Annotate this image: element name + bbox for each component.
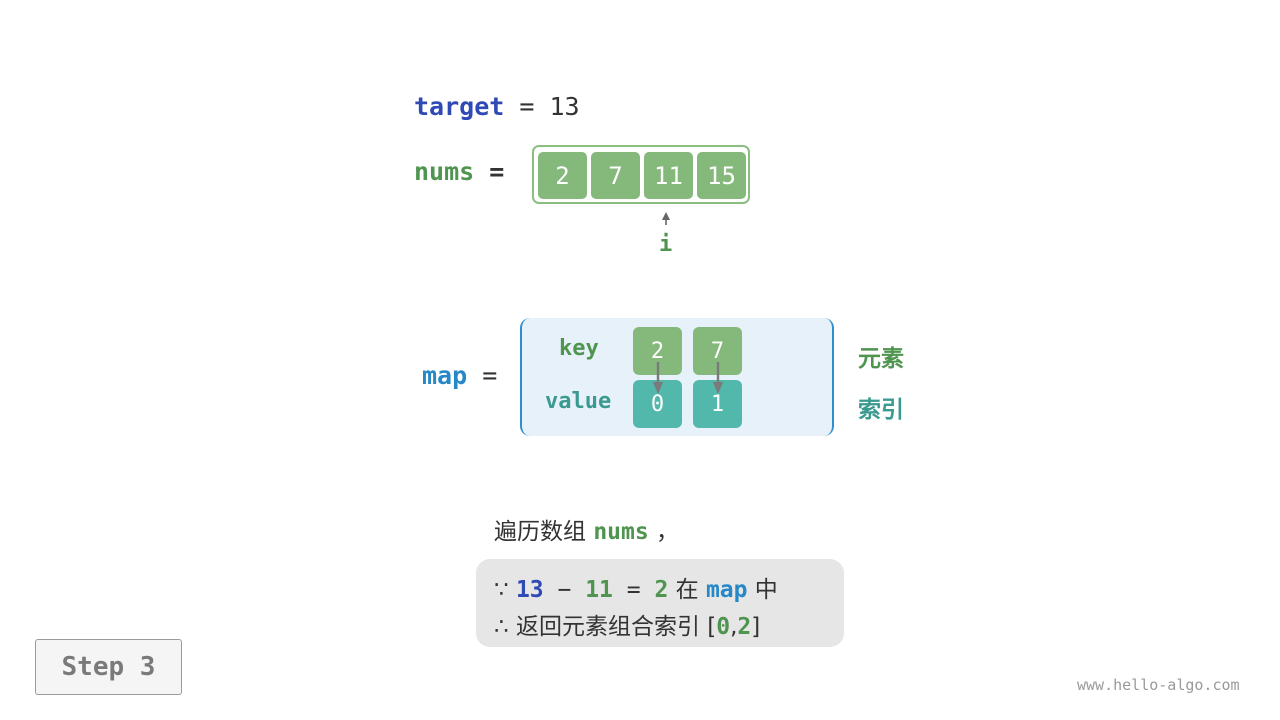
nums-var: nums bbox=[414, 157, 475, 186]
watermark: www.hello-algo.com bbox=[1077, 676, 1240, 694]
nums-array: 2 7 11 15 bbox=[532, 145, 750, 204]
nums-cell-3: 15 bbox=[697, 152, 746, 199]
expl-map: map bbox=[705, 577, 748, 603]
explanation-box bbox=[476, 559, 844, 647]
because-symbol: ∵ bbox=[494, 577, 516, 603]
explanation-row-2: ∴ 返回元素组合索引 [0,2] bbox=[494, 607, 760, 641]
traverse-var: nums bbox=[593, 519, 649, 545]
map-label: map = bbox=[422, 361, 497, 390]
value-label: value bbox=[545, 389, 612, 414]
expl-close: ] bbox=[751, 614, 761, 640]
nums-cell-2: 11 bbox=[644, 152, 693, 199]
traverse-prefix: 遍历数组 bbox=[494, 519, 594, 545]
expl-idx1: 2 bbox=[737, 614, 752, 640]
pointer-label: i bbox=[659, 232, 673, 257]
expl-comma: , bbox=[730, 614, 738, 640]
target-line: target = 13 bbox=[414, 92, 580, 121]
nums-cell-1: 7 bbox=[591, 152, 640, 199]
target-value: 13 bbox=[549, 92, 580, 121]
expl-idx0: 0 bbox=[716, 614, 731, 640]
expl-target: 13 bbox=[515, 577, 544, 603]
traverse-line: 遍历数组 nums ， bbox=[494, 512, 679, 546]
value-legend: 索引 bbox=[858, 397, 904, 423]
expl-equals: = bbox=[612, 577, 655, 603]
nums-label: nums = bbox=[414, 157, 504, 186]
step-badge: Step 3 bbox=[35, 639, 182, 695]
map-value-cell-0: 0 bbox=[633, 380, 682, 428]
map-op: = bbox=[467, 361, 498, 390]
explanation-row-1: ∵ 13 − 11 = 2 在 map 中 bbox=[494, 570, 778, 604]
target-var: target bbox=[414, 92, 505, 121]
expl-diff: 2 bbox=[654, 577, 669, 603]
therefore-text: ∴ 返回元素组合索引 [ bbox=[494, 614, 717, 640]
map-arrow-icon-0 bbox=[653, 362, 663, 394]
expl-minus: − bbox=[543, 577, 586, 603]
expl-zhong: 中 bbox=[747, 577, 778, 603]
key-legend: 元素 bbox=[858, 346, 904, 372]
nums-cell-0: 2 bbox=[538, 152, 587, 199]
map-value-cell-1: 1 bbox=[693, 380, 742, 428]
map-arrow-icon-1 bbox=[713, 362, 723, 394]
map-var: map bbox=[422, 361, 468, 390]
expl-current: 11 bbox=[585, 577, 613, 603]
target-op: = bbox=[504, 92, 550, 121]
expl-in: 在 bbox=[668, 577, 706, 603]
pointer-arrow-icon bbox=[662, 212, 670, 225]
nums-op: = bbox=[474, 157, 505, 186]
traverse-suffix: ， bbox=[648, 519, 680, 545]
key-label: key bbox=[559, 336, 599, 361]
